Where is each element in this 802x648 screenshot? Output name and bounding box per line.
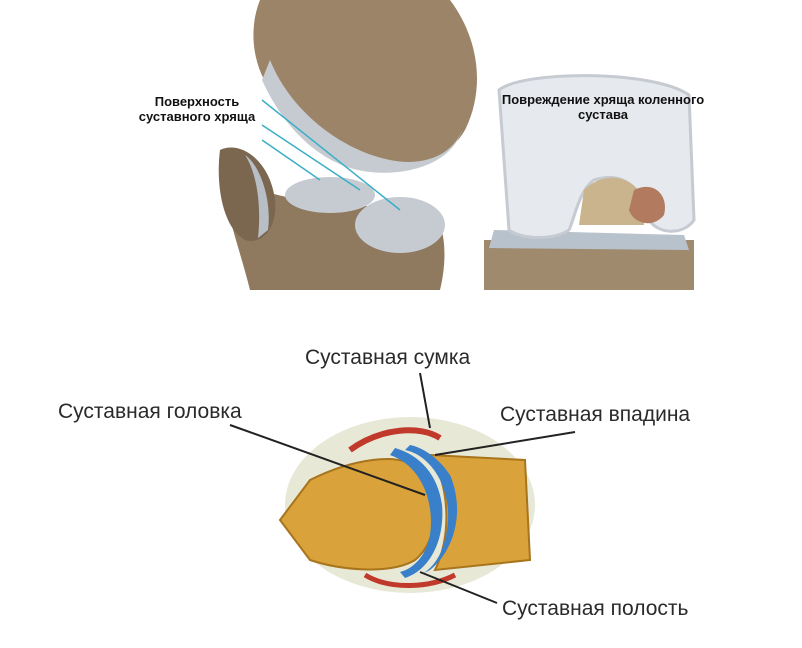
knee-cartilage-illustration bbox=[200, 0, 490, 290]
articular-cartilage bbox=[405, 445, 458, 575]
label-joint-capsule: Суставная сумка bbox=[305, 346, 471, 369]
label-cartilage-damage: Повреждение хряща коленного сустава bbox=[501, 92, 705, 122]
knee-cartilage-damage-illustration bbox=[484, 70, 696, 290]
meniscus-right bbox=[355, 197, 445, 253]
joint-diagram bbox=[270, 410, 540, 595]
femur-bone bbox=[253, 0, 477, 167]
label-joint-head: Суставная головка bbox=[58, 400, 242, 423]
label-cartilage-surface: Поверхность суставного хряща bbox=[138, 94, 256, 124]
cartilage-damage bbox=[629, 186, 665, 224]
label-joint-cavity: Суставная полость bbox=[502, 597, 689, 620]
label-joint-socket: Суставная впадина bbox=[500, 403, 691, 426]
meniscus-left bbox=[285, 177, 375, 213]
